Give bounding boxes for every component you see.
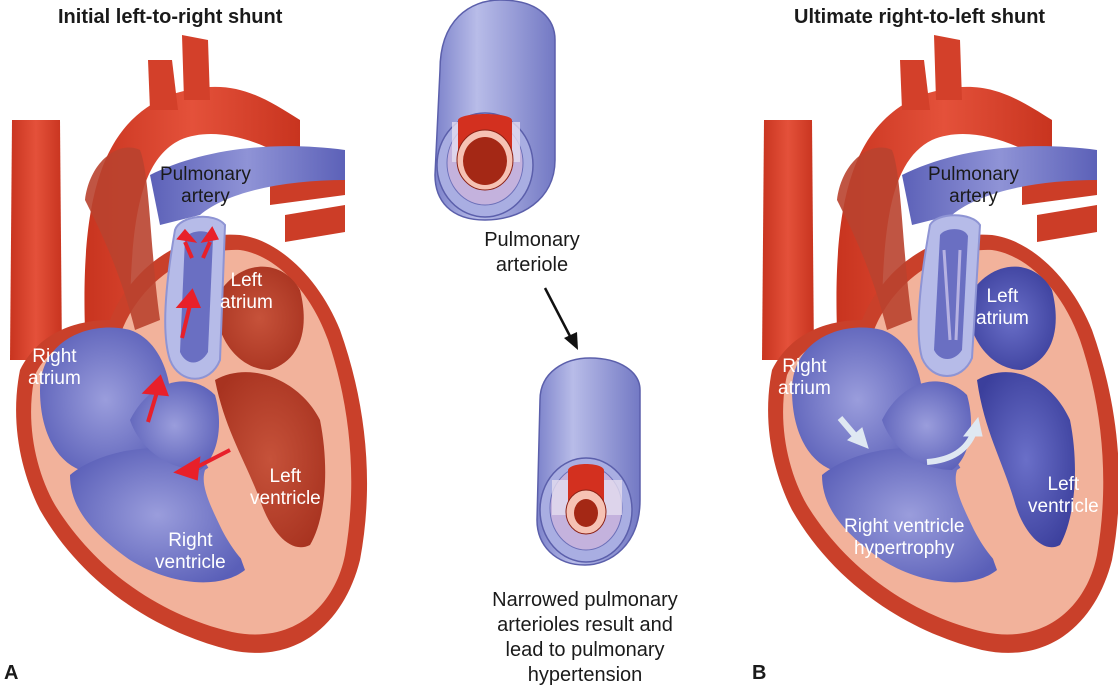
aortic-arch-a bbox=[84, 86, 300, 330]
label-left-ventricle-a: Left ventricle bbox=[250, 466, 321, 510]
label-line: Right bbox=[168, 530, 213, 551]
label-left-atrium-b: Left atrium bbox=[976, 286, 1029, 330]
label-line: Left bbox=[1047, 474, 1080, 495]
label-line: atrium bbox=[28, 368, 81, 389]
label-line: Left bbox=[230, 270, 263, 291]
flow-arrow-head bbox=[200, 226, 219, 243]
caption-narrowed-arterioles: Narrowed pulmonary arterioles result and… bbox=[470, 588, 700, 688]
flow-arrow bbox=[183, 241, 194, 259]
flow-arrow-head bbox=[176, 228, 198, 243]
panel-letter-b: B bbox=[752, 662, 767, 684]
caption-line: lead to pulmonary bbox=[505, 639, 665, 661]
label-line: ventricle bbox=[1028, 496, 1099, 517]
label-right-atrium-b: Right atrium bbox=[778, 356, 831, 400]
flow-arrow bbox=[194, 448, 231, 470]
panel-a-title: Initial left-to-right shunt bbox=[58, 6, 283, 28]
flow-arrow-head bbox=[847, 427, 869, 449]
label-line: atrium bbox=[220, 292, 273, 313]
flow-arrow-head bbox=[141, 374, 170, 397]
label-line: hypertrophy bbox=[854, 538, 955, 559]
label-line: Left bbox=[986, 286, 1019, 307]
flow-arrow bbox=[201, 241, 212, 259]
label-right-atrium-a: Right atrium bbox=[28, 346, 81, 390]
left-ventricle-chamber-a bbox=[215, 372, 326, 548]
label-line: artery bbox=[949, 186, 998, 207]
label-left-atrium-a: Left atrium bbox=[220, 270, 273, 314]
label-line: atrium bbox=[778, 378, 831, 399]
label-right-ventricle-hypertrophy-b: Right ventricle hypertrophy bbox=[844, 516, 964, 560]
flow-arrows-b bbox=[837, 416, 983, 465]
panel-b-title: Ultimate right-to-left shunt bbox=[794, 6, 1046, 28]
label-line: Right ventricle bbox=[844, 516, 965, 537]
transition-arrow bbox=[543, 287, 578, 350]
flow-arrow bbox=[180, 304, 192, 339]
arteriole-normal bbox=[434, 0, 556, 221]
heart-a bbox=[10, 35, 368, 653]
flow-arrow-head bbox=[175, 288, 202, 308]
pulmonary-artery-branch-a bbox=[150, 146, 345, 225]
heart-b bbox=[762, 35, 1118, 653]
caption-line: arterioles result and bbox=[497, 614, 673, 636]
label-line: ventricle bbox=[155, 552, 226, 573]
caption-line: Narrowed pulmonary bbox=[492, 589, 678, 611]
label-pulmonary-artery-b: Pulmonary artery bbox=[928, 164, 1019, 208]
flow-arrow-head bbox=[173, 456, 201, 481]
label-line: arteriole bbox=[495, 254, 569, 276]
right-ventricle-chamber-a bbox=[70, 447, 245, 583]
flow-arrow-head bbox=[962, 416, 983, 437]
label-line: Pulmonary bbox=[160, 164, 251, 185]
label-line: Right bbox=[782, 356, 827, 377]
label-line: artery bbox=[181, 186, 230, 207]
label-line: ventricle bbox=[250, 488, 321, 509]
caption-line: hypertension bbox=[527, 664, 643, 686]
flow-arrows-a bbox=[141, 226, 231, 481]
vena-cava-a bbox=[10, 120, 62, 360]
label-line: Pulmonary bbox=[484, 229, 580, 251]
label-left-ventricle-b: Left ventricle bbox=[1028, 474, 1099, 518]
arteriole-narrowed bbox=[536, 357, 641, 566]
label-line: atrium bbox=[976, 308, 1029, 329]
flow-arrow bbox=[146, 391, 159, 423]
panel-letter-a: A bbox=[4, 662, 19, 684]
label-line: Left bbox=[269, 466, 302, 487]
label-line: Pulmonary bbox=[928, 164, 1019, 185]
label-pulmonary-arteriole: Pulmonary arteriole bbox=[462, 228, 602, 278]
left-atrium-chamber-a bbox=[215, 266, 304, 370]
label-line: Right bbox=[32, 346, 77, 367]
label-right-ventricle-a: Right ventricle bbox=[155, 530, 226, 574]
label-pulmonary-artery-a: Pulmonary artery bbox=[160, 164, 251, 208]
